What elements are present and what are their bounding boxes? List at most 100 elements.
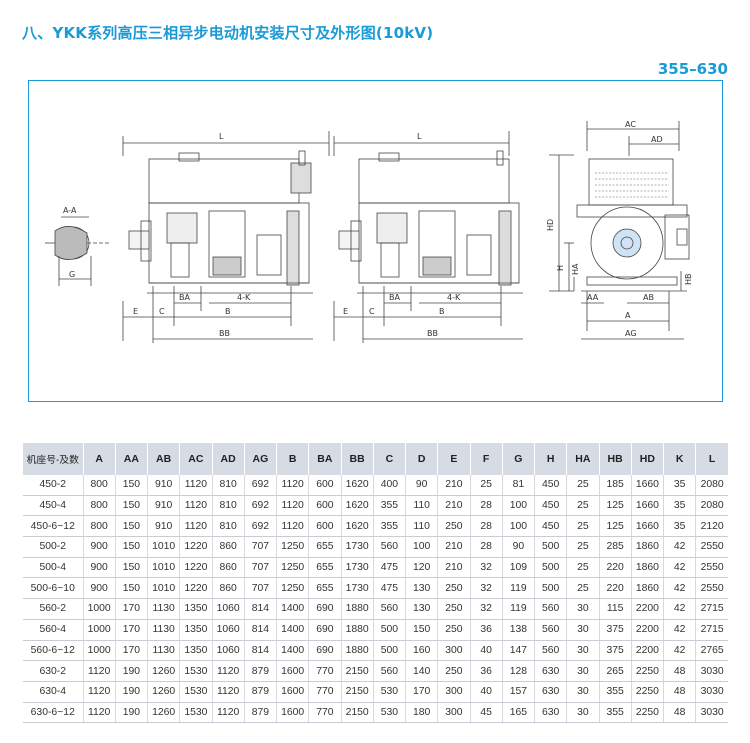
table-cell: 170 bbox=[405, 681, 439, 703]
table-cell: 1120 bbox=[83, 660, 116, 682]
table-cell: 25 bbox=[566, 557, 600, 579]
table-cell: 1000 bbox=[83, 598, 116, 620]
table-cell: 25 bbox=[566, 515, 600, 538]
table-cell: 1120 bbox=[179, 515, 213, 538]
table-cell: 630 bbox=[534, 681, 568, 703]
table-cell: 1730 bbox=[341, 557, 374, 579]
table-cell: 707 bbox=[244, 557, 278, 579]
table-cell: 1250 bbox=[276, 577, 310, 600]
table-cell: 28 bbox=[470, 495, 503, 517]
table-cell: 90 bbox=[502, 536, 536, 558]
column-header: E bbox=[437, 443, 471, 475]
table-cell: 1880 bbox=[341, 619, 374, 641]
table-cell: 560 bbox=[373, 598, 407, 620]
table-cell: 1250 bbox=[276, 557, 310, 579]
table-cell: 130 bbox=[405, 577, 439, 600]
table-cell: 125 bbox=[599, 515, 632, 538]
table-cell: 860 bbox=[212, 577, 245, 600]
label-a: A bbox=[625, 311, 631, 320]
frame-size-cell: 500-6~10 bbox=[23, 577, 84, 600]
table-cell: 1120 bbox=[276, 515, 310, 538]
table-cell: 165 bbox=[502, 702, 536, 724]
label-ac: AC bbox=[625, 120, 636, 129]
frame-size-cell: 560-2 bbox=[23, 598, 84, 620]
table-cell: 900 bbox=[83, 557, 116, 579]
table-cell: 810 bbox=[212, 475, 245, 496]
frame-size-cell: 450-4 bbox=[23, 495, 84, 517]
table-cell: 1730 bbox=[341, 577, 374, 600]
table-cell: 2080 bbox=[695, 495, 728, 517]
table-cell: 600 bbox=[308, 515, 342, 538]
table-cell: 2200 bbox=[631, 619, 665, 641]
table-cell: 30 bbox=[566, 681, 600, 703]
table-cell: 42 bbox=[663, 619, 697, 641]
table-cell: 1860 bbox=[631, 557, 665, 579]
table-cell: 210 bbox=[437, 495, 471, 517]
table-cell: 1120 bbox=[276, 475, 310, 496]
table-cell: 35 bbox=[663, 475, 697, 496]
table-cell: 30 bbox=[566, 619, 600, 641]
table-cell: 355 bbox=[599, 702, 632, 724]
table-cell: 285 bbox=[599, 536, 632, 558]
table-cell: 1530 bbox=[179, 681, 213, 703]
table-cell: 475 bbox=[373, 577, 407, 600]
table-cell: 1400 bbox=[276, 598, 310, 620]
table-cell: 36 bbox=[470, 660, 503, 682]
table-cell: 220 bbox=[599, 557, 632, 579]
table-cell: 1660 bbox=[631, 515, 665, 538]
table-cell: 500 bbox=[534, 557, 568, 579]
table-cell: 150 bbox=[115, 536, 149, 558]
table-cell: 1120 bbox=[83, 681, 116, 703]
frame-size-cell: 630-2 bbox=[23, 660, 84, 682]
table-cell: 530 bbox=[373, 702, 407, 724]
table-cell: 630 bbox=[534, 660, 568, 682]
table-cell: 1060 bbox=[212, 619, 245, 641]
table-cell: 1120 bbox=[212, 681, 245, 703]
table-cell: 25 bbox=[566, 577, 600, 600]
frame-range-label: 355–630 bbox=[657, 60, 728, 78]
table-cell: 28 bbox=[470, 536, 503, 558]
table-cell: 157 bbox=[502, 681, 536, 703]
table-cell: 1620 bbox=[341, 515, 374, 538]
table-cell: 692 bbox=[244, 515, 278, 538]
side-view-2 bbox=[333, 131, 523, 343]
table-cell: 150 bbox=[115, 577, 149, 600]
table-cell: 1130 bbox=[147, 619, 181, 641]
table-cell: 910 bbox=[147, 515, 181, 538]
table-cell: 560 bbox=[534, 598, 568, 620]
table-cell: 1260 bbox=[147, 681, 181, 703]
table-cell: 1120 bbox=[179, 495, 213, 517]
side-view-1 bbox=[122, 131, 330, 343]
table-cell: 160 bbox=[405, 640, 439, 662]
table-cell: 42 bbox=[663, 577, 697, 600]
table-cell: 100 bbox=[405, 536, 439, 558]
table-cell: 32 bbox=[470, 598, 503, 620]
column-header: HA bbox=[566, 443, 600, 475]
table-cell: 35 bbox=[663, 495, 697, 517]
table-cell: 36 bbox=[470, 619, 503, 641]
table-cell: 42 bbox=[663, 536, 697, 558]
table-cell: 25 bbox=[470, 475, 503, 496]
table-cell: 1120 bbox=[276, 495, 310, 517]
table-cell: 45 bbox=[470, 702, 503, 724]
table-cell: 210 bbox=[437, 557, 471, 579]
table-cell: 770 bbox=[308, 702, 342, 724]
table-cell: 560 bbox=[534, 619, 568, 641]
table-cell: 250 bbox=[437, 515, 471, 538]
table-cell: 1350 bbox=[179, 619, 213, 641]
table-cell: 2080 bbox=[695, 475, 728, 496]
table-cell: 1400 bbox=[276, 619, 310, 641]
table-cell: 180 bbox=[405, 702, 439, 724]
column-header: HD bbox=[631, 443, 665, 475]
table-cell: 814 bbox=[244, 598, 278, 620]
table-cell: 475 bbox=[373, 557, 407, 579]
label-bb-1: BB bbox=[219, 329, 230, 338]
table-cell: 250 bbox=[437, 619, 471, 641]
